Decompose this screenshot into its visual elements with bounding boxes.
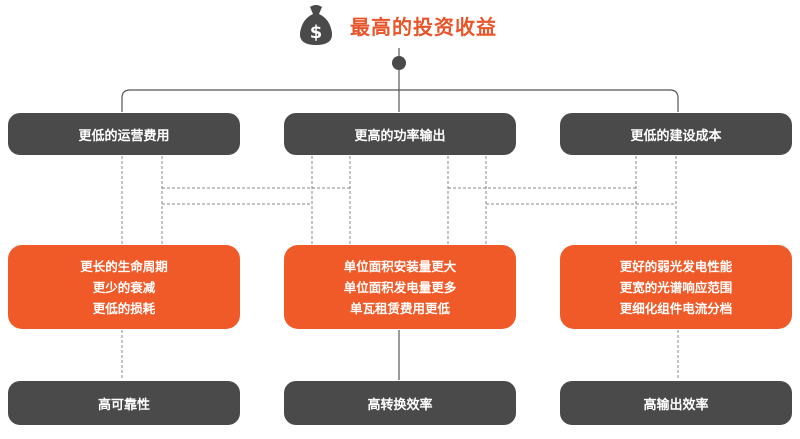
title-group: $ 最高的投资收益 <box>296 2 497 48</box>
middle-box-line: 更长的生命周期 <box>80 258 168 274</box>
svg-text:$: $ <box>310 22 323 43</box>
top-box-power-output: 更高的功率输出 <box>284 113 516 155</box>
bottom-box-output-efficiency: 高输出效率 <box>560 381 792 425</box>
bottom-box-label: 高转换效率 <box>367 397 433 413</box>
top-box-label: 更低的运营费用 <box>78 128 170 144</box>
money-bag-icon: $ <box>299 5 333 45</box>
middle-box-line: 单位面积安装量更大 <box>343 258 457 274</box>
top-box-operating-cost: 更低的运营费用 <box>8 113 240 155</box>
middle-box-line: 单位面积发电量更多 <box>343 279 457 295</box>
middle-box-line: 更少的衰减 <box>92 279 156 295</box>
top-box-label: 更低的建设成本 <box>630 128 722 144</box>
top-box-label: 更高的功率输出 <box>354 128 446 144</box>
top-box-construction-cost: 更低的建设成本 <box>560 113 792 155</box>
middle-box-line: 单瓦租赁费用更低 <box>349 300 450 316</box>
middle-box-line: 更宽的光谱响应范围 <box>619 279 733 295</box>
middle-box-efficiency-features: 单位面积安装量更大 单位面积发电量更多 单瓦租赁费用更低 <box>284 245 516 329</box>
bottom-box-reliability: 高可靠性 <box>8 381 240 425</box>
middle-box-line: 更好的弱光发电性能 <box>619 258 733 274</box>
middle-box-line: 更低的损耗 <box>92 300 156 316</box>
bottom-box-conversion-efficiency: 高转换效率 <box>284 381 516 425</box>
bottom-box-label: 高可靠性 <box>97 397 150 413</box>
page-title: 最高的投资收益 <box>350 14 497 39</box>
middle-box-output-features: 更好的弱光发电性能 更宽的光谱响应范围 更细化组件电流分档 <box>560 245 792 329</box>
middle-box-reliability-features: 更长的生命周期 更少的衰减 更低的损耗 <box>8 245 240 329</box>
bottom-box-label: 高输出效率 <box>643 397 709 413</box>
middle-box-line: 更细化组件电流分档 <box>619 300 733 316</box>
